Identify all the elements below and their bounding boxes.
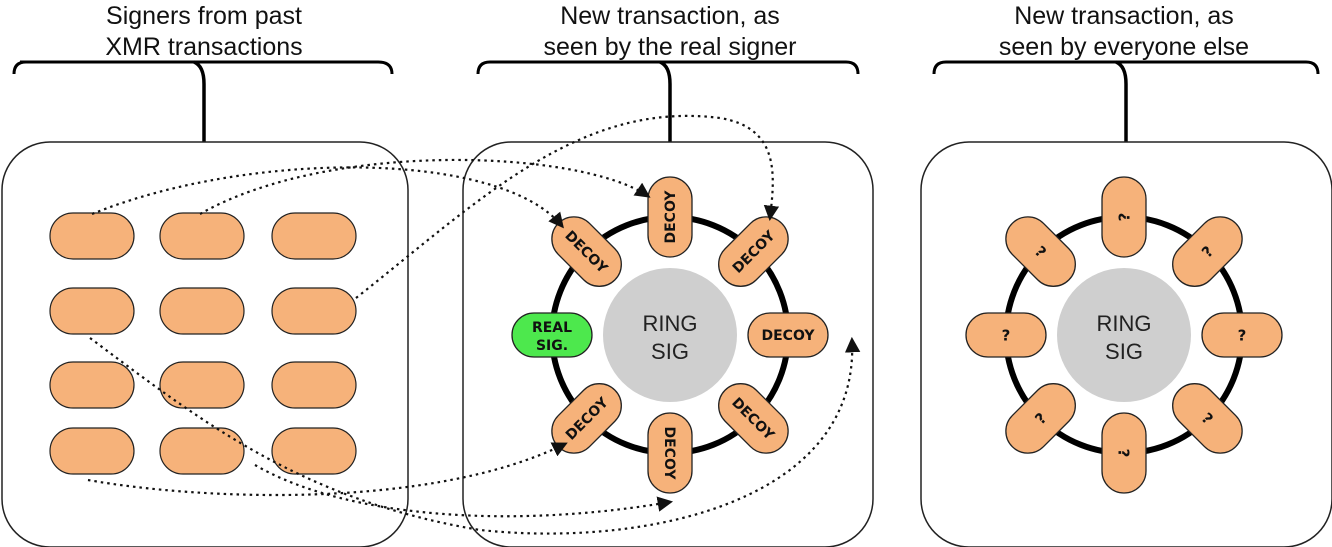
decoy-pill: DECOY (718, 216, 789, 287)
past-signer-pill (159, 212, 245, 260)
brace-stem-public (1115, 60, 1128, 142)
decoy-pill-shape (747, 312, 829, 358)
past-signer-pill (159, 287, 245, 335)
unknown-pill: ? (1005, 383, 1076, 454)
unknown-pill: ? (1005, 216, 1076, 287)
svg-text:seen by the real signer: seen by the real signer (544, 33, 797, 61)
ring-center-label-bottom: SIG (651, 339, 689, 364)
title-signer-view: New transaction, as seen by the real sig… (544, 2, 797, 61)
decoy-pill: DECOY (647, 412, 693, 494)
unknown-pill-shape (1172, 216, 1243, 287)
decoy-pill-shape (718, 216, 789, 287)
title-public-view: New transaction, as seen by everyone els… (999, 2, 1249, 61)
past-signer-pill (159, 361, 245, 409)
unknown-pill: ? (1172, 216, 1243, 287)
past-signer-pill (271, 287, 357, 335)
svg-text:New transaction, as: New transaction, as (560, 2, 780, 30)
past-signer-pill (49, 212, 135, 260)
unknown-pill-shape (1172, 383, 1243, 454)
past-signer-pill (49, 361, 135, 409)
title-past-signers: Signers from past XMR transactions (105, 2, 302, 61)
unknown-pill-label: ? (1115, 213, 1133, 222)
brace-stem-past (193, 60, 206, 142)
real-signature-pill-label: REAL (532, 320, 572, 336)
panel-past-signers (1, 141, 409, 547)
ring-signer-view: RING SIG DECOY DECOY DECOY DECOY DECOY DECOY D… (511, 176, 829, 494)
decoy-pill: DECOY (551, 383, 622, 454)
unknown-pill-shape (1005, 383, 1076, 454)
real-signature-pill-shape (511, 312, 593, 358)
past-signer-pill (49, 287, 135, 335)
unknown-pill-label: ? (1115, 449, 1133, 458)
brace-public (932, 60, 1320, 75)
unknown-pill: ? (1101, 412, 1147, 494)
svg-text:seen by everyone else: seen by everyone else (999, 33, 1249, 61)
brace-stem-signer (659, 60, 672, 142)
arrow-decoy-3 (355, 114, 780, 299)
real-signature-pill: REAL SIG. (511, 312, 593, 358)
svg-text:Signers from past: Signers from past (106, 2, 302, 30)
past-signer-pill (159, 427, 245, 475)
unknown-pill-shape (1005, 216, 1076, 287)
ring-center-disc (1057, 268, 1191, 402)
arrow-decoy-2 (199, 158, 651, 215)
unknown-pill-label: ? (1238, 326, 1247, 344)
decoy-pill: DECOY (647, 176, 693, 258)
unknown-pill: ? (1172, 383, 1243, 454)
decoy-pill-shape (647, 412, 693, 494)
ring-center-label-top: RING (643, 311, 698, 336)
past-signer-pill (271, 361, 357, 409)
decoy-pill-label: DECOY (663, 190, 679, 244)
unknown-pill-shape (965, 312, 1047, 358)
decoy-pill: DECOY (551, 216, 622, 287)
past-signer-pill (49, 427, 135, 475)
decoy-pill-label: DECOY (762, 328, 816, 344)
unknown-pill-shape (1201, 312, 1283, 358)
unknown-pill: ? (1101, 176, 1147, 258)
panel-signer-view (462, 141, 874, 547)
decoy-pill: DECOY (718, 383, 789, 454)
brace-past (12, 60, 394, 75)
unknown-pill: ? (1201, 312, 1283, 358)
arrow-decoy-1 (91, 166, 564, 229)
brace-signer (476, 60, 860, 75)
ring-center-disc (603, 268, 737, 402)
svg-text:XMR transactions: XMR transactions (105, 33, 302, 61)
decoy-pill-label: DECOY (661, 427, 677, 481)
arrow-decoy-5 (87, 442, 568, 497)
arrow-decoy-6 (254, 464, 674, 518)
panel-public-view (920, 141, 1332, 547)
unknown-pill-label: ? (1002, 326, 1011, 344)
past-signer-pill (271, 427, 357, 475)
past-signer-pill (271, 212, 357, 260)
decoy-pill-shape (647, 176, 693, 258)
unknown-pill-shape (1101, 176, 1147, 258)
ring-public-view: RING SIG ???????? (965, 176, 1283, 494)
ring-center-label-bottom: SIG (1105, 339, 1143, 364)
unknown-pill: ? (965, 312, 1047, 358)
unknown-pill-shape (1101, 412, 1147, 494)
svg-text:New transaction, as: New transaction, as (1014, 2, 1234, 30)
real-signature-pill-label: SIG. (536, 338, 568, 354)
past-signers-grid (49, 212, 357, 475)
ring-center-label-top: RING (1097, 311, 1152, 336)
decoy-pill: DECOY (747, 312, 829, 358)
